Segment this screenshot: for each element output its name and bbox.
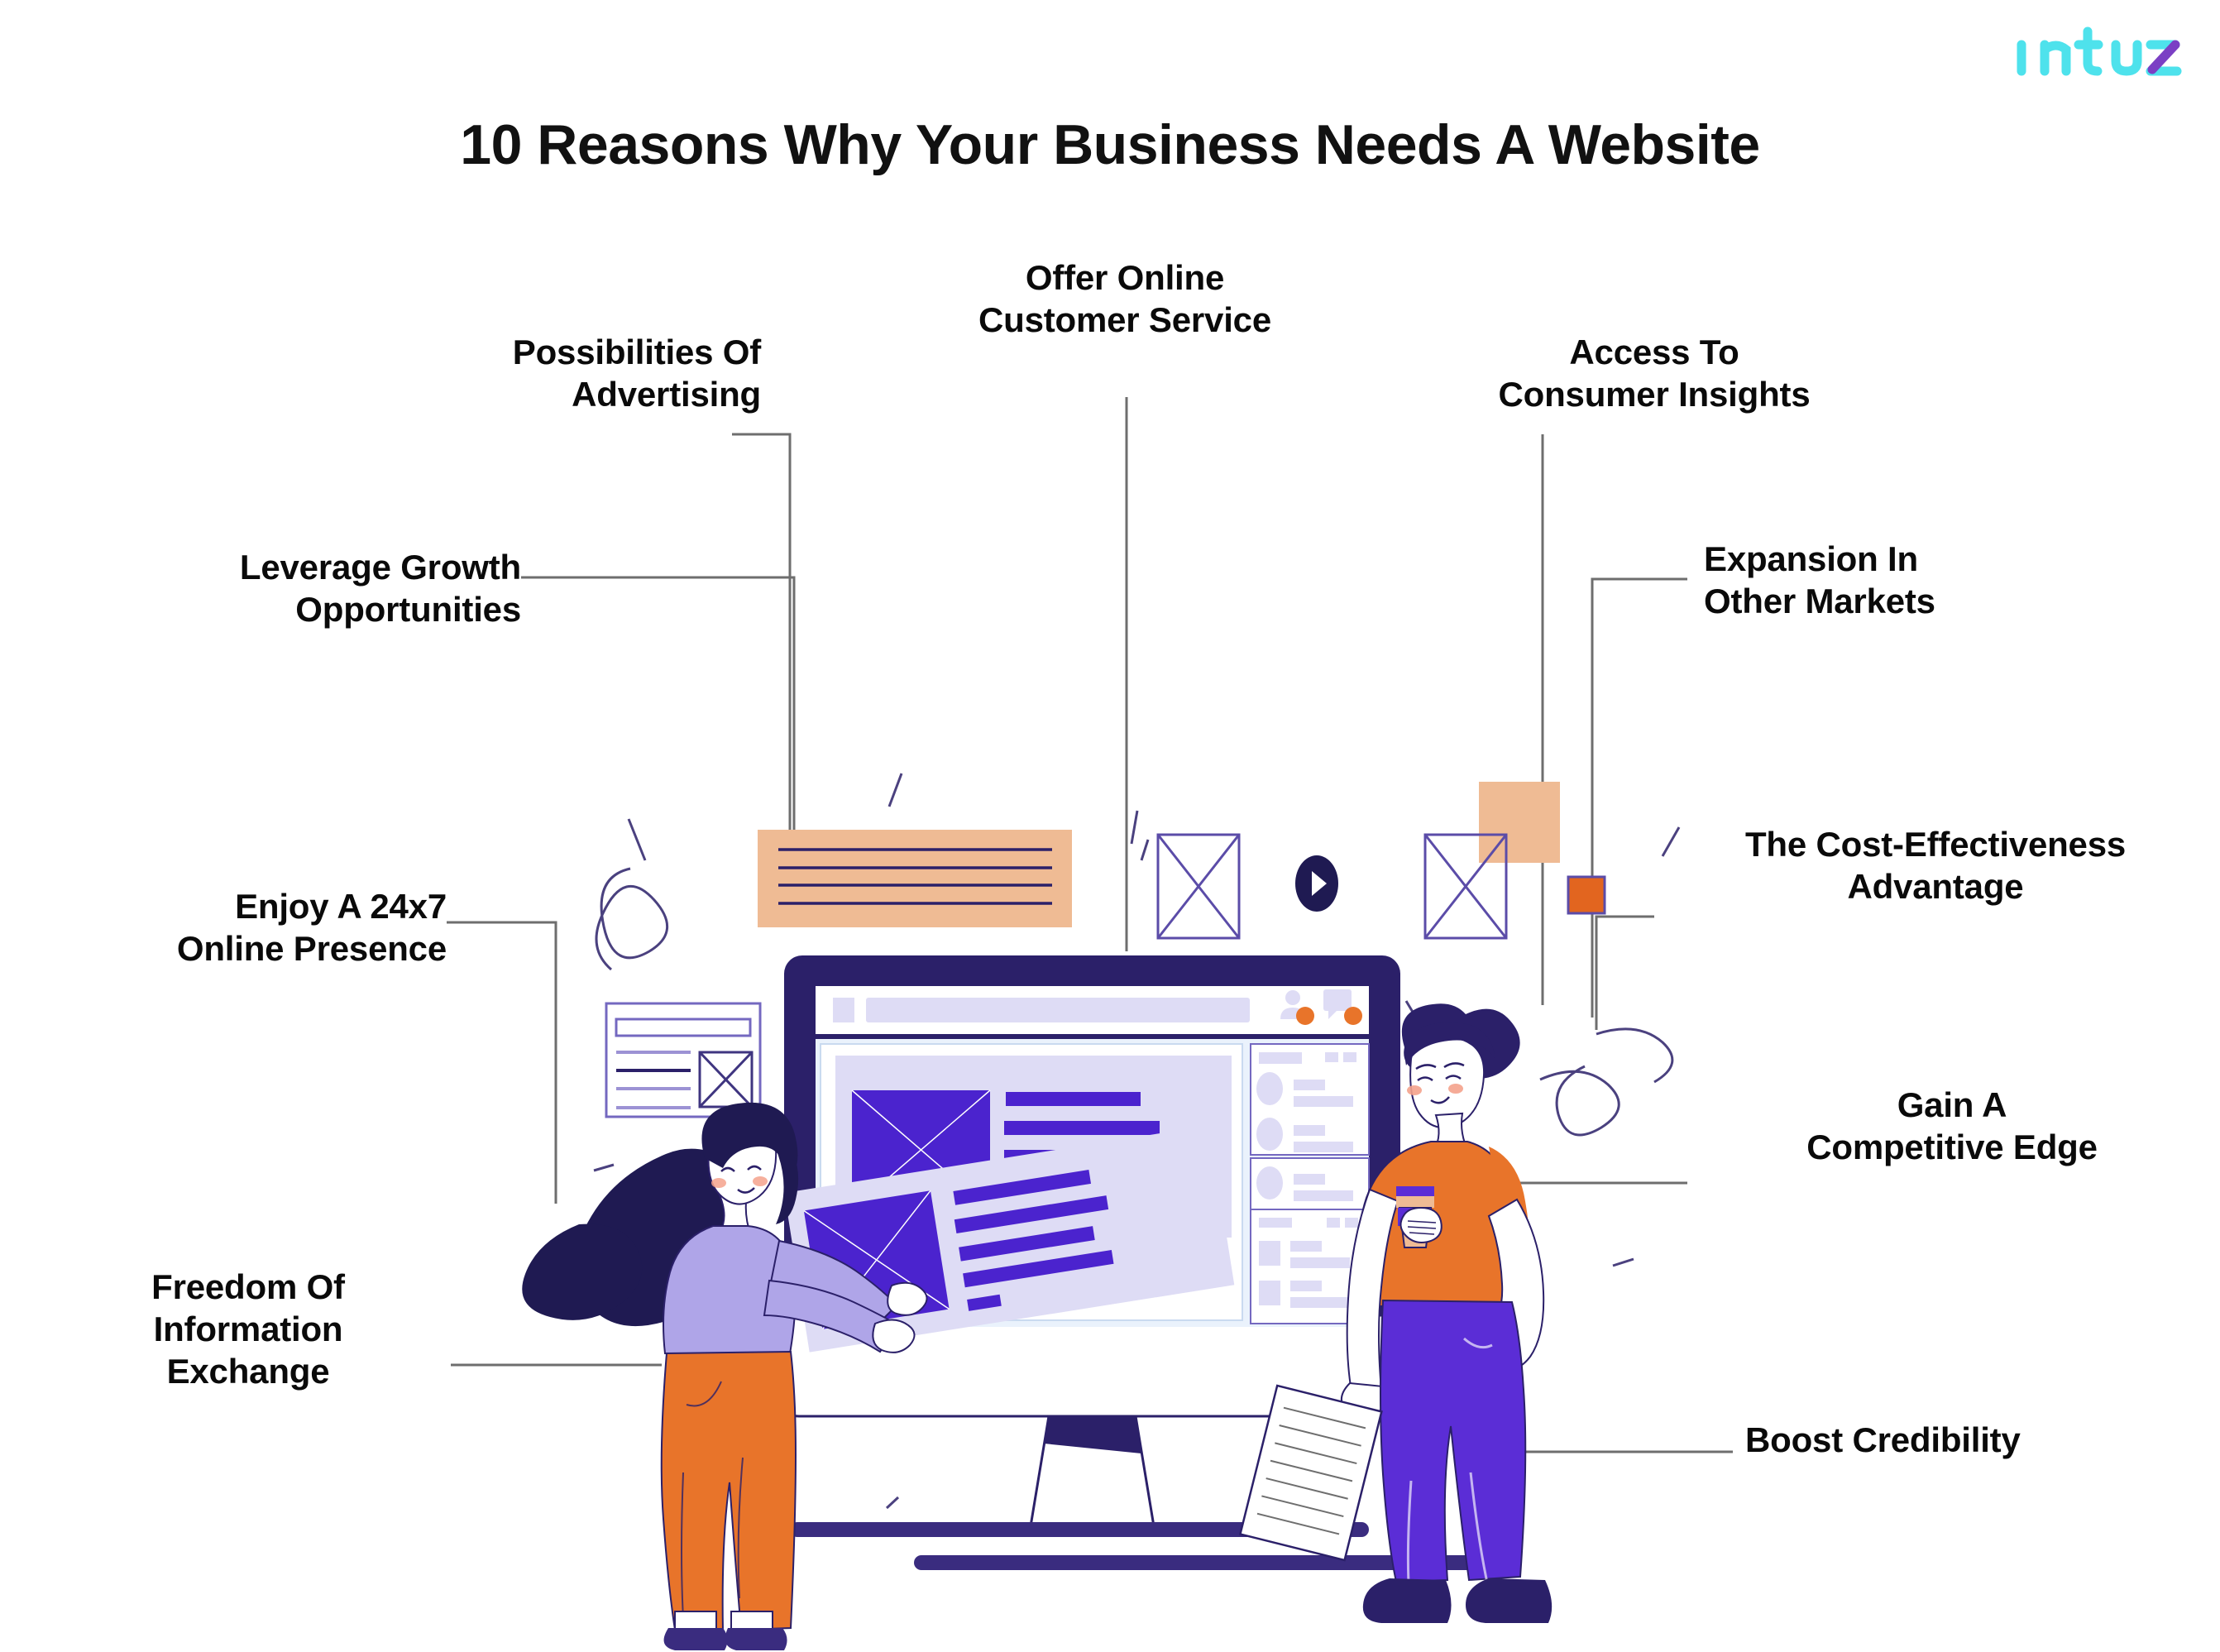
- monitor-base-bar-1: [790, 1522, 1369, 1537]
- reason-line-3: Exchange: [166, 1352, 330, 1391]
- reason-line-1: Freedom Of: [151, 1267, 345, 1306]
- reason-label-expansion: Expansion In Other Markets: [1704, 538, 2217, 622]
- reason-line-2: Advantage: [1847, 867, 2024, 907]
- reason-line-1: Expansion In: [1704, 539, 1918, 578]
- wire-advertising: [732, 433, 792, 831]
- peach-square: [1479, 782, 1560, 863]
- reason-line-2: Customer Service: [978, 300, 1271, 340]
- desktop-monitor: [782, 955, 1493, 1570]
- wireframe-box-tall-left: [1156, 833, 1241, 940]
- reason-line-2: Competitive Edge: [1806, 1128, 2098, 1167]
- reason-label-consumer-insights: Access To Consumer Insights: [1406, 331, 1902, 415]
- reason-line-1: Boost Credibility: [1745, 1420, 2021, 1459]
- wire-cost: [1595, 915, 1654, 1030]
- wire-247: [447, 921, 557, 1204]
- paper-sheet: [1238, 1384, 1383, 1562]
- reason-line-1: Possibilities Of: [512, 333, 761, 371]
- reason-label-advertising: Possibilities Of Advertising: [265, 331, 761, 415]
- reason-line-1: Gain A: [1897, 1085, 2007, 1124]
- reason-line-1: The Cost-Effectiveness: [1744, 825, 2127, 864]
- browser-address-bar: [866, 998, 1250, 1022]
- browser-menu-icon: [833, 998, 854, 1022]
- orange-square: [1567, 875, 1606, 915]
- monitor-base-bar-2: [914, 1555, 1493, 1570]
- reason-line-2: Other Markets: [1704, 582, 1935, 621]
- peach-text-card: [758, 830, 1072, 927]
- chat-notification-dot: [1344, 1007, 1362, 1025]
- character-man: [1238, 1003, 1553, 1623]
- reason-line-1: Access To: [1569, 333, 1739, 371]
- reason-line-2: Information: [153, 1310, 343, 1349]
- page-title: 10 Reasons Why Your Business Needs A Web…: [460, 113, 1760, 176]
- reason-line-1: Offer Online: [1025, 258, 1225, 297]
- sidebar-panel-middle: [1250, 1157, 1370, 1269]
- reason-label-boost-credibility: Boost Credibility: [1745, 1419, 2208, 1461]
- reason-line-1: Leverage Growth: [239, 548, 521, 587]
- chat-bubble-icon: [1323, 989, 1352, 1019]
- reason-label-competitive-edge: Gain A Competitive Edge: [1696, 1084, 2208, 1168]
- hand-holding-cup: [1399, 1206, 1443, 1243]
- character-woman: [522, 1102, 928, 1650]
- reason-line-2: Advertising: [572, 375, 761, 414]
- reason-label-growth: Leverage Growth Opportunities: [91, 546, 521, 630]
- sidebar-panel-top: [1250, 1043, 1370, 1156]
- wire-expansion: [1591, 577, 1687, 1018]
- reason-line-2: Online Presence: [176, 929, 447, 969]
- wireframe-card-small: [605, 1002, 762, 1118]
- play-button-icon[interactable]: [1295, 855, 1338, 912]
- reason-label-customer-service: Offer Online Customer Service: [885, 256, 1365, 341]
- wire-growth: [521, 576, 796, 831]
- reason-label-freedom-information: Freedom Of Information Exchange: [83, 1266, 414, 1393]
- logo-z-accent: [2147, 40, 2180, 74]
- intuz-logo: [2013, 23, 2187, 81]
- logo-svg: [2017, 26, 2182, 76]
- reason-line-2: Opportunities: [295, 590, 521, 630]
- reason-label-247-presence: Enjoy A 24x7 Online Presence: [74, 885, 447, 970]
- reason-line-2: Consumer Insights: [1498, 375, 1811, 414]
- reason-label-cost-effectiveness: The Cost-Effectiveness Advantage: [1663, 823, 2208, 907]
- reason-line-1: Enjoy A 24x7: [235, 887, 447, 926]
- wireframe-box-tall-right: [1423, 833, 1508, 940]
- user-notification-dot: [1296, 1007, 1314, 1025]
